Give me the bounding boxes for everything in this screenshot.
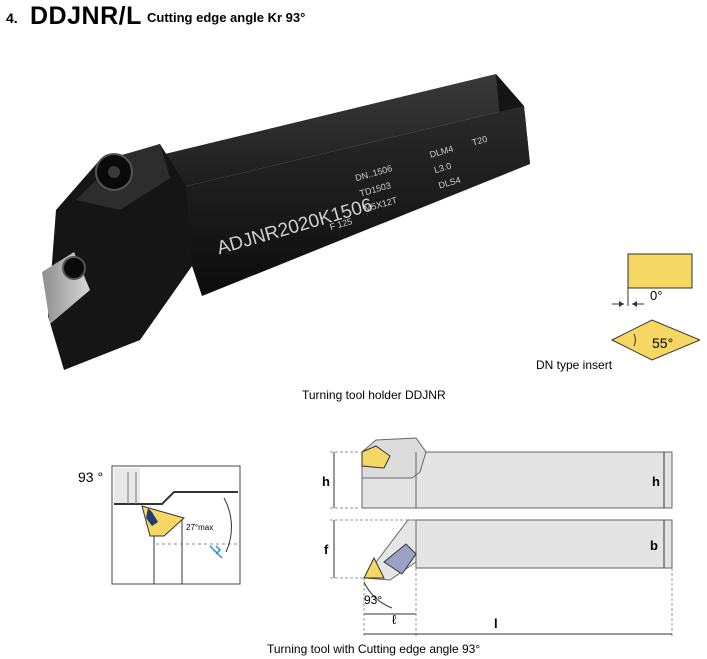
top-view-shank	[415, 519, 673, 569]
tool-code-title: DDJNR/L	[30, 2, 142, 30]
angle-detail-diagram: 93 ° 27°max	[78, 465, 241, 585]
tip-angle-label: 55°	[652, 335, 673, 351]
holder-caption: Turning tool holder DDJNR	[302, 388, 446, 402]
h-left-label: h	[322, 474, 330, 489]
insert-side-view	[627, 253, 693, 289]
b-label: b	[650, 538, 658, 553]
insert-type-label: DN type insert	[536, 358, 613, 372]
section-number: 4.	[6, 10, 18, 26]
cutting-angle-subtitle: Cutting edge angle Kr 93°	[147, 10, 306, 25]
l-small-label: ℓ	[392, 612, 397, 627]
max-angle-label: 27°max	[186, 523, 213, 532]
clearance-angle-label: 0°	[650, 288, 662, 303]
h-right-label: h	[652, 474, 660, 489]
spare-part-4: L3.0	[433, 161, 453, 175]
shank-top-face	[140, 74, 524, 190]
f-label: f	[324, 542, 329, 557]
shank-front-face	[170, 106, 530, 296]
tool-holder-photo: ADJNR2020K1506 F 125 DN..1506 TD1503 M5X…	[42, 74, 530, 370]
insert-55-rhombus-icon	[610, 319, 700, 361]
l-total-label: l	[494, 616, 498, 631]
angle-93-label: 93°	[364, 593, 382, 607]
spare-part-6: T20	[471, 134, 489, 148]
dimension-drawing: h h f b 93° ℓ l	[322, 437, 673, 638]
top-view-insert	[363, 556, 385, 579]
shim-screw-icon	[62, 256, 86, 280]
drawing-caption: Turning tool with Cutting edge angle 93°	[267, 642, 481, 656]
insert-info-graphic: 0° 55°	[610, 253, 700, 361]
left-angle-label: 93 °	[78, 469, 103, 485]
